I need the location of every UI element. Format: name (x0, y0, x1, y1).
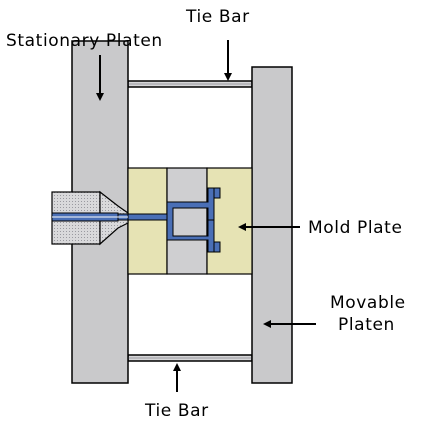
leader-mold-plate (238, 223, 300, 231)
label-mold-plate: Mold Plate (308, 218, 403, 238)
injection-unit (51, 190, 168, 246)
leader-tie-bar-bottom (173, 363, 181, 392)
leader-movable-platen (263, 320, 316, 328)
leader-stationary-platen (96, 55, 104, 101)
label-tie-bar-top: Tie Bar (185, 7, 250, 27)
movable-platen (251, 66, 293, 384)
label-movable-platen-line2: Platen (338, 315, 395, 335)
sprue (127, 213, 168, 221)
label-stationary-platen: Stationary Platen (6, 31, 163, 51)
mold-core (166, 167, 208, 275)
tie-bar-bottom (127, 354, 253, 362)
mold-assembly (127, 167, 253, 275)
leader-tie-bar-top (224, 40, 232, 81)
mold-half-stationary (127, 167, 168, 275)
label-movable-platen-line1: Movable (330, 293, 406, 313)
label-tie-bar-bottom: Tie Bar (144, 401, 209, 421)
tie-bar-top (127, 80, 253, 88)
